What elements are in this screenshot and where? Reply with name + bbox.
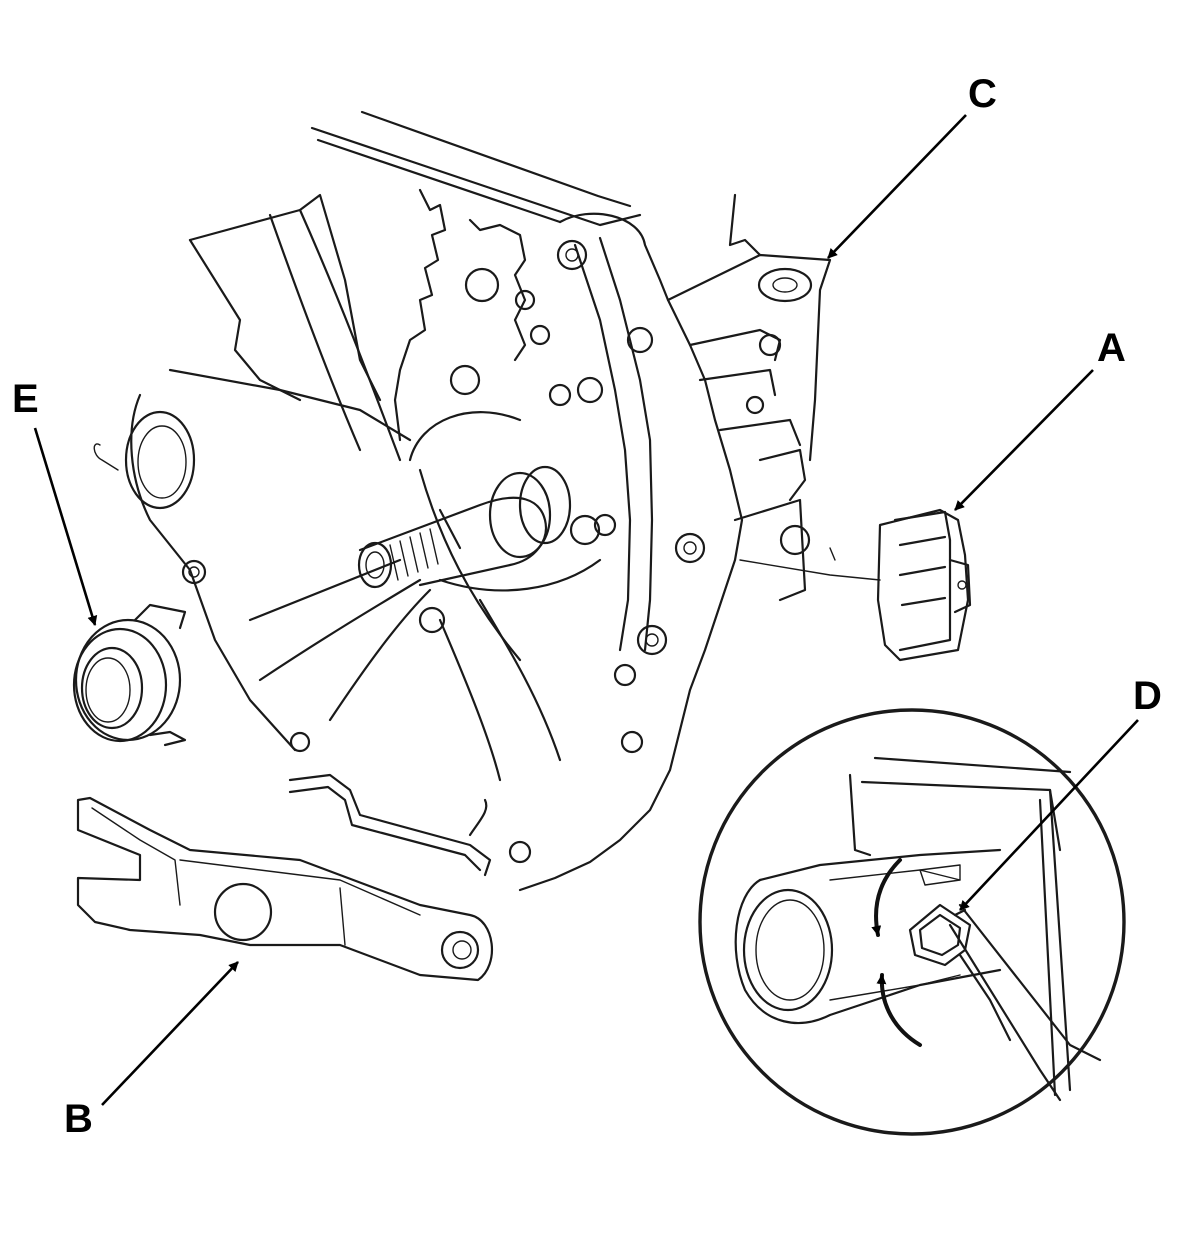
leader-c: [827, 114, 967, 259]
transmission-housing: [93, 110, 881, 892]
callout-labels: A B C D E: [12, 72, 1162, 1141]
leader-e: [33, 427, 98, 626]
callout-b: B: [64, 1097, 93, 1141]
callout-e: E: [12, 377, 39, 421]
leader-d: [959, 719, 1139, 911]
callout-c: C: [968, 72, 997, 116]
release-bearing: [72, 603, 187, 747]
callout-d: D: [1133, 674, 1162, 718]
release-fork: [76, 796, 493, 982]
leader-lines: [33, 114, 1139, 1106]
leader-b: [101, 961, 239, 1106]
callout-a: A: [1097, 326, 1126, 370]
clutch-line-bracket: [876, 508, 972, 662]
detail-view-boot-clip: [698, 708, 1126, 1136]
leader-a: [954, 369, 1094, 511]
